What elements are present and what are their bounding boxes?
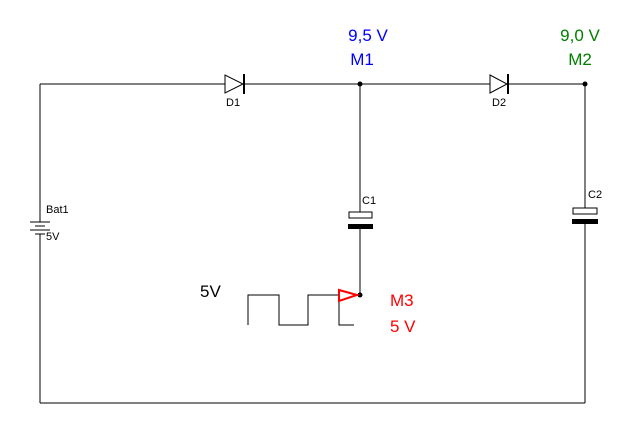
meter-m1-name: M1 [350,50,374,69]
battery-name-label: Bat1 [46,204,69,216]
capacitor-c1-plate-positive [348,211,373,219]
capacitor-c1-label: C1 [362,195,376,207]
junction-m2 [582,81,588,87]
source-output-arrow-icon [338,288,361,303]
junction-m1 [357,81,363,87]
meter-m2-reading: 9,0 V [560,26,600,45]
capacitor-c2-plate-positive [572,207,598,215]
wires [39,83,586,404]
capacitor-c1: C1 [348,195,376,229]
capacitor-c1-plate-negative [348,224,373,229]
meter-m3-reading: 5 V [390,317,416,336]
battery-value-label: 5V [46,231,60,243]
diode-d2-triangle [489,74,509,94]
diode-d1: D1 [224,74,245,109]
square-wave-icon [247,294,354,326]
capacitor-c2-plate-negative [572,219,598,224]
battery-bat1: Bat1 5V [30,204,69,243]
diode-d1-label: D1 [226,97,240,109]
meter-m1: 9,5 V M1 [348,26,388,69]
square-wave-source: 5V [200,282,361,326]
capacitor-c2: C2 [572,189,602,224]
meter-m2: 9,0 V M2 [560,26,600,69]
diode-d2-label: D2 [492,97,506,109]
diode-d1-triangle [224,74,245,94]
source-value-label: 5V [200,282,221,301]
meter-m3-name: M3 [390,291,414,310]
meter-m1-reading: 9,5 V [348,26,388,45]
diode-d2: D2 [489,74,509,109]
capacitor-c2-label: C2 [588,189,602,201]
meter-m2-name: M2 [568,50,592,69]
meter-m3: M3 5 V [390,291,416,336]
